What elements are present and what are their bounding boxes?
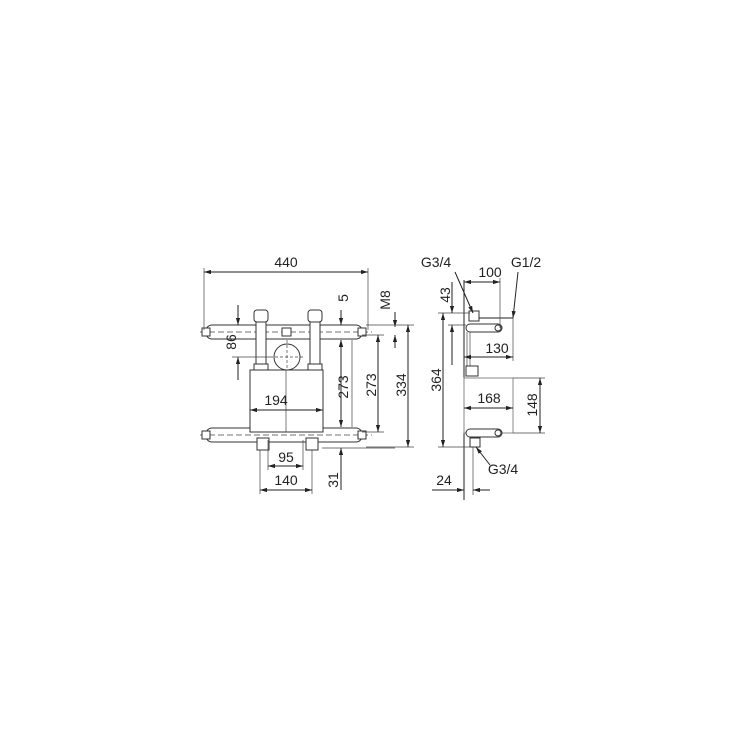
dim-148: 148 xyxy=(513,377,545,434)
top-bracket xyxy=(465,323,503,333)
side-view: 364 43 100 130 168 148 xyxy=(421,254,545,500)
dim-273-second: 273 xyxy=(351,334,384,433)
bottom-bracket xyxy=(465,428,503,438)
dim-86: 86 xyxy=(223,305,270,380)
dim-label-273b: 273 xyxy=(363,373,379,397)
dim-label-194: 194 xyxy=(264,392,288,408)
thread-callouts: G3/4 G1/2 G3/4 xyxy=(421,254,542,477)
dim-140: 140 xyxy=(259,450,313,494)
supply-pipes xyxy=(253,309,323,373)
dim-label-5: 5 xyxy=(335,294,351,302)
top-inlet-fitting xyxy=(468,310,480,322)
dim-5-273-31: 5 273 31 xyxy=(322,294,395,490)
dim-label-95: 95 xyxy=(278,449,294,465)
dim-label-334: 334 xyxy=(393,373,409,397)
dim-label-440: 440 xyxy=(274,254,298,270)
dim-label-273a: 273 xyxy=(335,375,351,399)
dim-label-31: 31 xyxy=(325,472,341,488)
dim-43: 43 xyxy=(437,282,466,365)
dim-24: 24 xyxy=(432,447,490,495)
label-g34-top: G3/4 xyxy=(421,254,452,270)
valve-body-box xyxy=(249,369,324,451)
dim-100: 100 xyxy=(464,264,502,328)
label-g34-bottom: G3/4 xyxy=(488,461,519,477)
dim-label-24: 24 xyxy=(436,472,452,488)
dim-364: 364 xyxy=(428,312,470,448)
dim-label-43: 43 xyxy=(437,287,453,303)
dim-m8: M8 xyxy=(377,290,398,348)
dim-label-148: 148 xyxy=(524,393,540,417)
dim-label-130: 130 xyxy=(485,340,509,356)
dim-label-364: 364 xyxy=(428,368,444,392)
dim-130: 130 xyxy=(464,318,514,361)
dim-label-m8: M8 xyxy=(377,290,393,310)
front-view: 440 86 194 95 140 xyxy=(200,254,414,494)
dim-95: 95 xyxy=(267,440,304,470)
dim-label-140: 140 xyxy=(274,472,298,488)
label-g12: G1/2 xyxy=(511,254,542,270)
dim-334: 334 xyxy=(366,324,414,448)
dim-168: 168 xyxy=(464,390,513,411)
dim-440: 440 xyxy=(203,254,369,330)
dim-label-168: 168 xyxy=(477,390,501,406)
dim-label-100: 100 xyxy=(478,264,502,280)
bottom-outlet-fitting xyxy=(469,437,481,448)
dim-194: 194 xyxy=(250,392,323,413)
dim-label-86: 86 xyxy=(223,334,239,350)
